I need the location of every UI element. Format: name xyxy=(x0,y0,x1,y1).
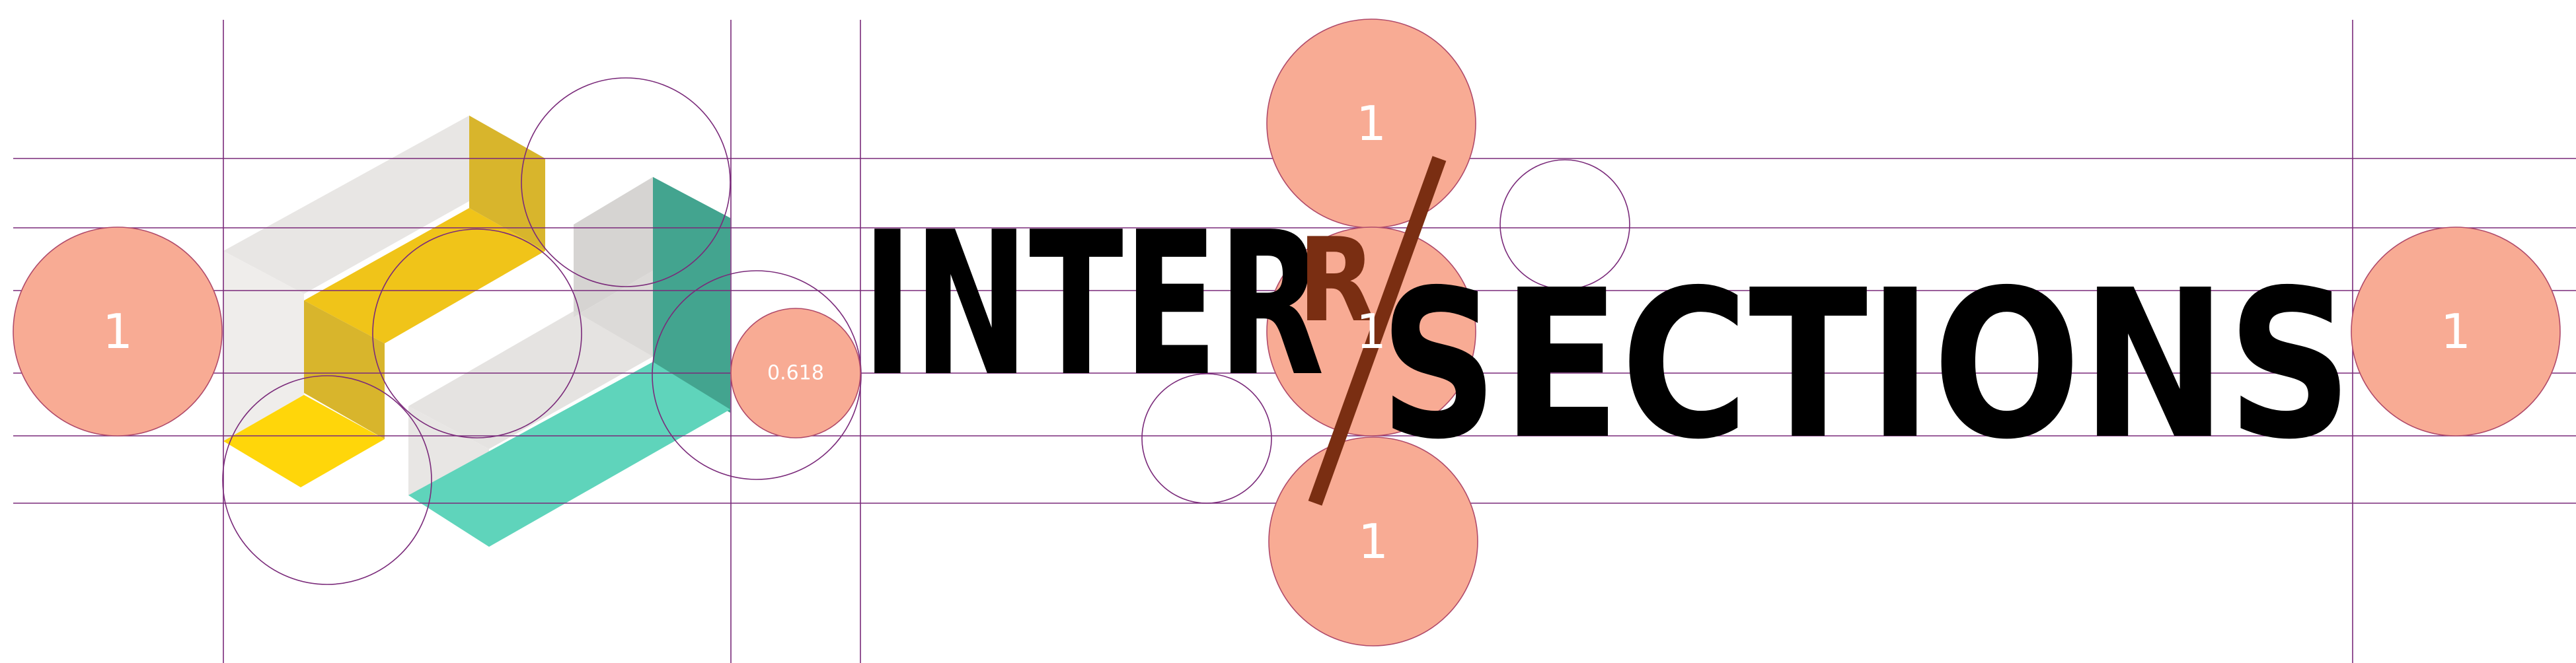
construction-circles xyxy=(222,77,1630,585)
yellow-top-face xyxy=(304,208,545,343)
construction-circle-a xyxy=(521,77,731,287)
unit-circle-right xyxy=(2351,227,2561,436)
construction-circle-e xyxy=(1499,159,1630,290)
grey-upper-box-front xyxy=(574,271,653,357)
yellow-left-face xyxy=(304,300,385,439)
unit-label-bottom: 1 xyxy=(1358,514,1388,569)
wordmark-slash-letter-r: R xyxy=(1298,214,1376,348)
unit-label-left: 1 xyxy=(102,304,133,359)
unit-circle-left xyxy=(13,227,223,436)
ratio-labels: 1 1 1 1 1 0.618 xyxy=(102,96,2471,569)
teal-pillar xyxy=(653,177,730,413)
construction-circle-d xyxy=(652,270,862,480)
wordmark-part-one: INTER xyxy=(862,190,1324,420)
grey-cube-left-face xyxy=(223,251,304,441)
wordmark-part-two: ECTIONS xyxy=(1501,246,2353,485)
logo-mark xyxy=(223,116,730,547)
grey-lower-face xyxy=(408,310,653,449)
wordmark-slash xyxy=(1308,156,1447,506)
unit-label-middle: 1 xyxy=(1356,304,1386,359)
unit-label-top: 1 xyxy=(1356,96,1386,151)
golden-ratio-label: 0.618 xyxy=(767,362,824,385)
construction-circle-b xyxy=(372,228,582,438)
unit-label-right: 1 xyxy=(2441,304,2471,359)
unit-circles xyxy=(13,18,2561,646)
yellow-bottom-face xyxy=(223,395,385,487)
construction-circle-f xyxy=(1141,373,1272,504)
golden-circle xyxy=(730,308,861,438)
construction-circle-c xyxy=(222,375,432,585)
teal-bottom-face xyxy=(408,362,730,547)
wordmark: INTER R S ECTIONS xyxy=(862,156,2353,506)
grey-cube-top-face xyxy=(223,116,545,294)
